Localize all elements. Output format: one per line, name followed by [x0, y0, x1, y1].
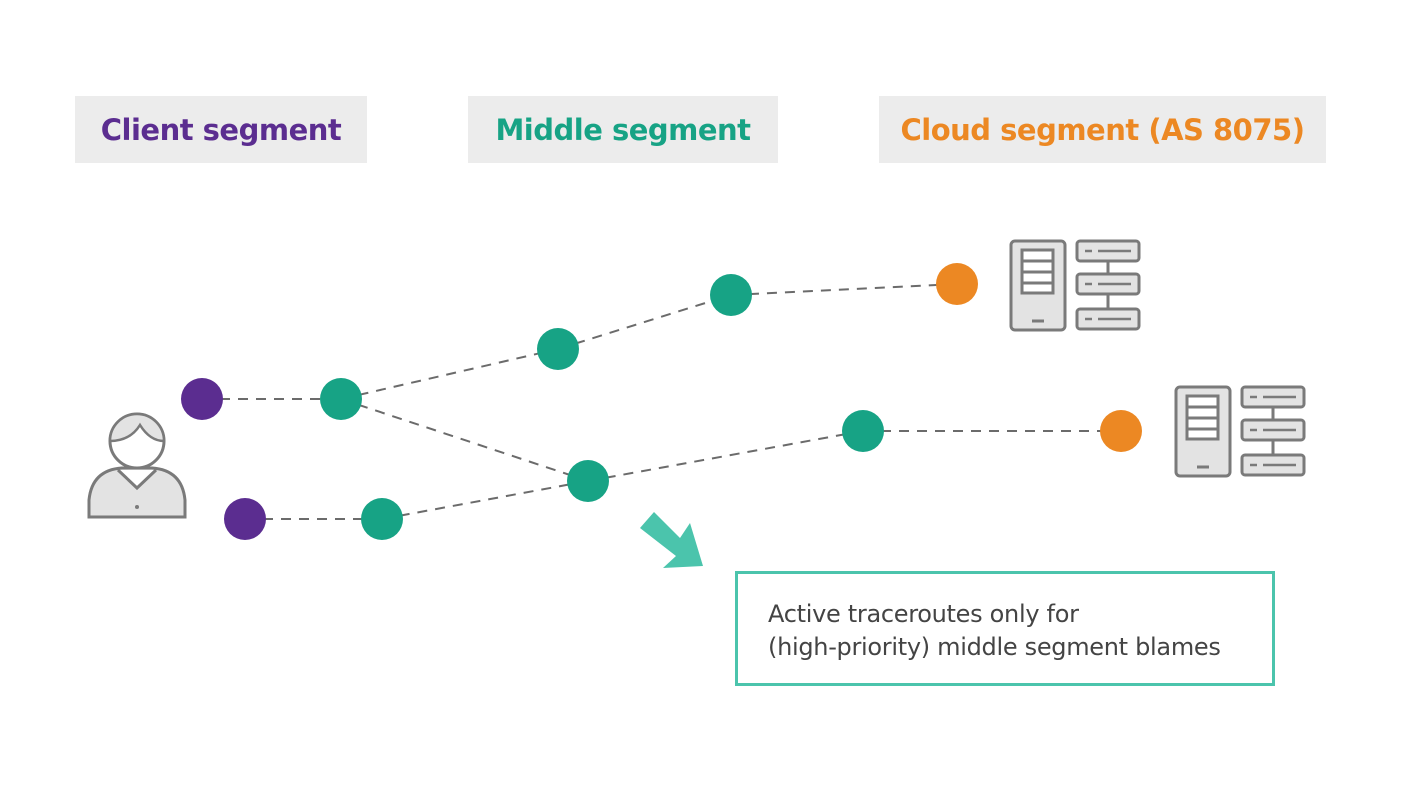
cloud-segment-header: Cloud segment (AS 8075) — [879, 96, 1326, 163]
middle-hop-node — [710, 274, 752, 316]
client-hop-node — [181, 378, 223, 420]
link — [340, 348, 559, 400]
middle-segment-label: Middle segment — [495, 112, 751, 147]
link — [587, 430, 864, 482]
middle-hop-node — [537, 328, 579, 370]
user-icon — [87, 412, 187, 519]
cloud-hop-node — [936, 263, 978, 305]
hop-nodes — [181, 263, 1142, 540]
middle-hop-node — [361, 498, 403, 540]
middle-hop-node — [842, 410, 884, 452]
link — [340, 398, 589, 482]
client-segment-header: Client segment — [75, 96, 367, 163]
arrow-down-right-icon — [640, 512, 703, 568]
server-icon — [1009, 239, 1141, 332]
server-icon — [1174, 385, 1306, 478]
link — [381, 480, 589, 520]
links — [202, 283, 1121, 520]
cloud-hop-node — [1100, 410, 1142, 452]
middle-hop-node — [567, 460, 609, 502]
note-line-1: Active traceroutes only for — [768, 600, 1079, 628]
note-box: Active traceroutes only for (high-priori… — [735, 571, 1275, 686]
note-line-2: (high-priority) middle segment blames — [768, 633, 1221, 661]
client-hop-node — [224, 498, 266, 540]
cloud-segment-label: Cloud segment (AS 8075) — [900, 112, 1305, 147]
middle-hop-node — [320, 378, 362, 420]
link — [557, 294, 732, 350]
middle-segment-header: Middle segment — [468, 96, 778, 163]
link — [730, 283, 958, 296]
client-segment-label: Client segment — [100, 112, 342, 147]
